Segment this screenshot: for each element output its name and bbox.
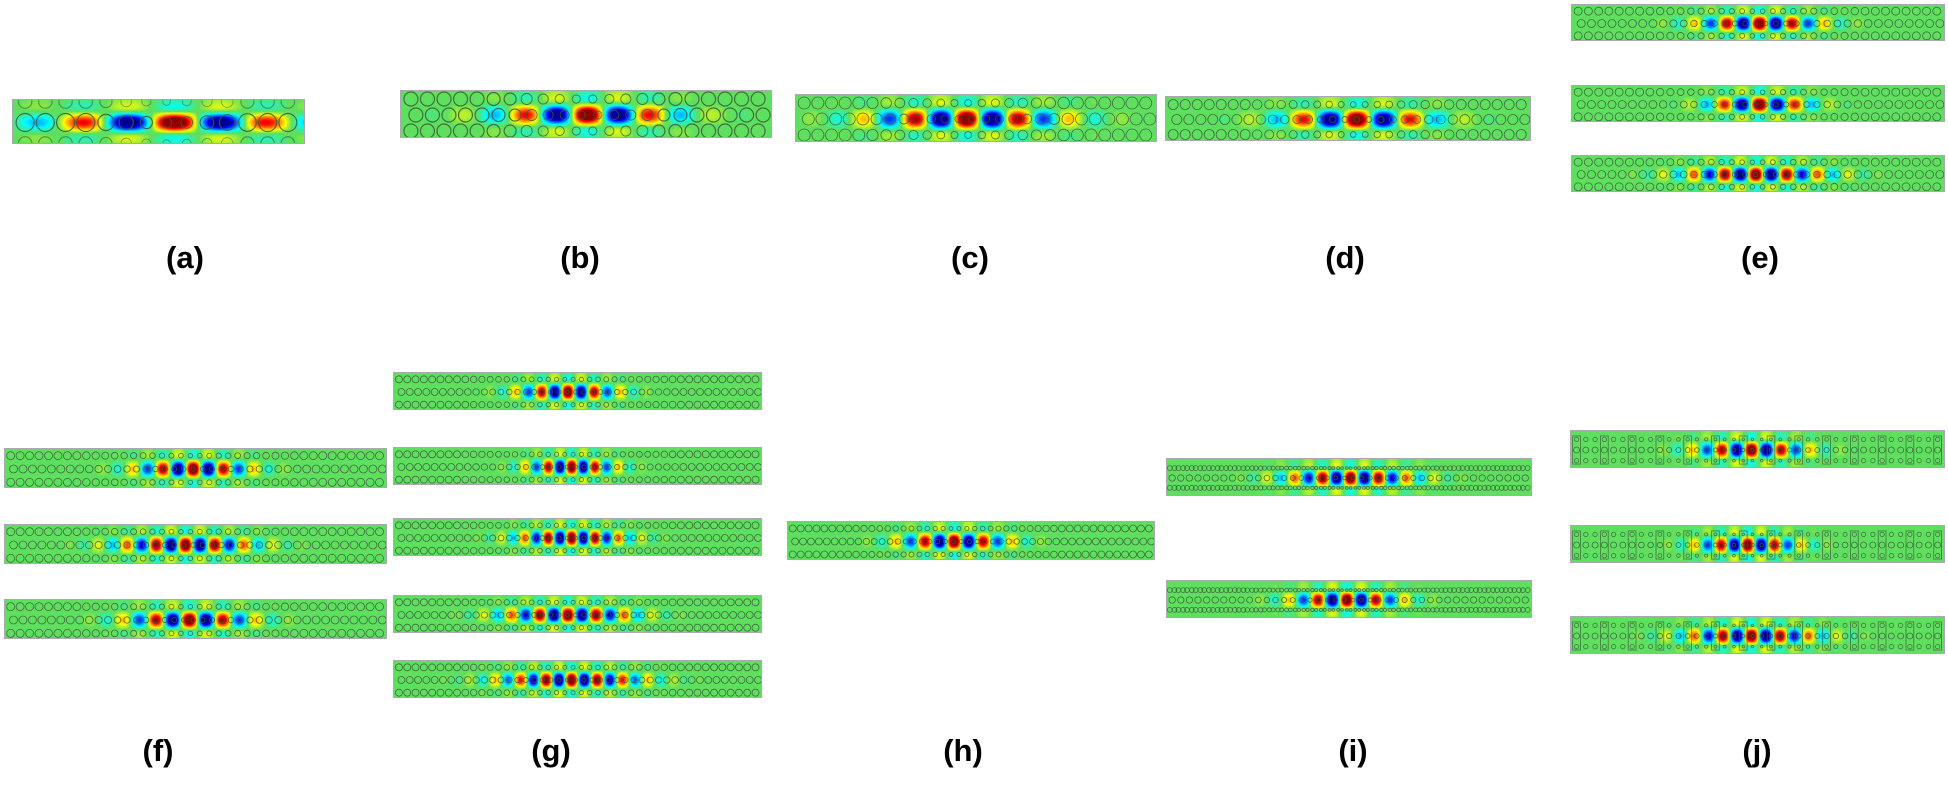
panel-e-strip-3: [1571, 155, 1945, 192]
panel-f-strip-3: [4, 599, 387, 639]
panel-j-strip-2: [1570, 525, 1945, 563]
hole-lattice: [394, 519, 761, 555]
panel-label-j: (j): [1742, 733, 1772, 768]
hole-lattice: [1572, 86, 1944, 121]
hole-lattice: [5, 449, 386, 487]
panel-i-strip-1: [1166, 458, 1532, 496]
panel-d-strip-1: [1165, 96, 1531, 141]
panel-e-strip-2: [1571, 85, 1945, 122]
panel-g-strip-2: [393, 447, 762, 485]
panel-g-strip-5: [393, 660, 762, 698]
hole-lattice: [796, 95, 1156, 141]
panel-label-a: (a): [166, 240, 204, 275]
panel-j-strip-3: [1570, 616, 1945, 654]
panel-e-strip-1: [1571, 4, 1945, 41]
panel-c-strip-1: [795, 94, 1157, 142]
field-map: [796, 95, 1156, 141]
field-map: [401, 91, 771, 137]
hole-lattice: [5, 525, 386, 563]
hole-lattice: [1571, 431, 1944, 467]
hole-lattice: [1572, 156, 1944, 191]
panel-h-strip-1: [787, 521, 1155, 560]
panel-f-strip-2: [4, 524, 387, 564]
hole-lattice: [1571, 617, 1944, 653]
panel-label-e: (e): [1741, 240, 1779, 275]
hole-lattice: [788, 522, 1154, 559]
hole-lattice: [1572, 5, 1944, 40]
hole-lattice: [394, 373, 761, 409]
hole-lattice: [1167, 581, 1531, 617]
hole-lattice: [1167, 459, 1531, 495]
panel-g-strip-3: [393, 518, 762, 556]
hole-lattice: [394, 448, 761, 484]
panel-i-strip-2: [1166, 580, 1532, 618]
hole-lattice: [13, 100, 304, 143]
panel-label-b: (b): [560, 240, 600, 275]
hole-lattice: [394, 596, 761, 632]
panel-label-f: (f): [142, 733, 174, 768]
hole-lattice: [1166, 97, 1530, 140]
hole-lattice: [5, 600, 386, 638]
panel-label-d: (d): [1325, 240, 1365, 275]
panel-j-strip-1: [1570, 430, 1945, 468]
panel-f-strip-1: [4, 448, 387, 488]
panel-label-g: (g): [531, 733, 571, 768]
hole-lattice: [1571, 526, 1944, 562]
panel-g-strip-1: [393, 372, 762, 410]
panel-label-c: (c): [951, 240, 989, 275]
panel-a-strip-1: [12, 99, 305, 144]
hole-lattice: [394, 661, 761, 697]
panel-b-strip-1: [400, 90, 772, 138]
panel-label-i: (i): [1338, 733, 1368, 768]
panel-g-strip-4: [393, 595, 762, 633]
panel-label-h: (h): [943, 733, 983, 768]
hole-lattice: [401, 91, 771, 137]
